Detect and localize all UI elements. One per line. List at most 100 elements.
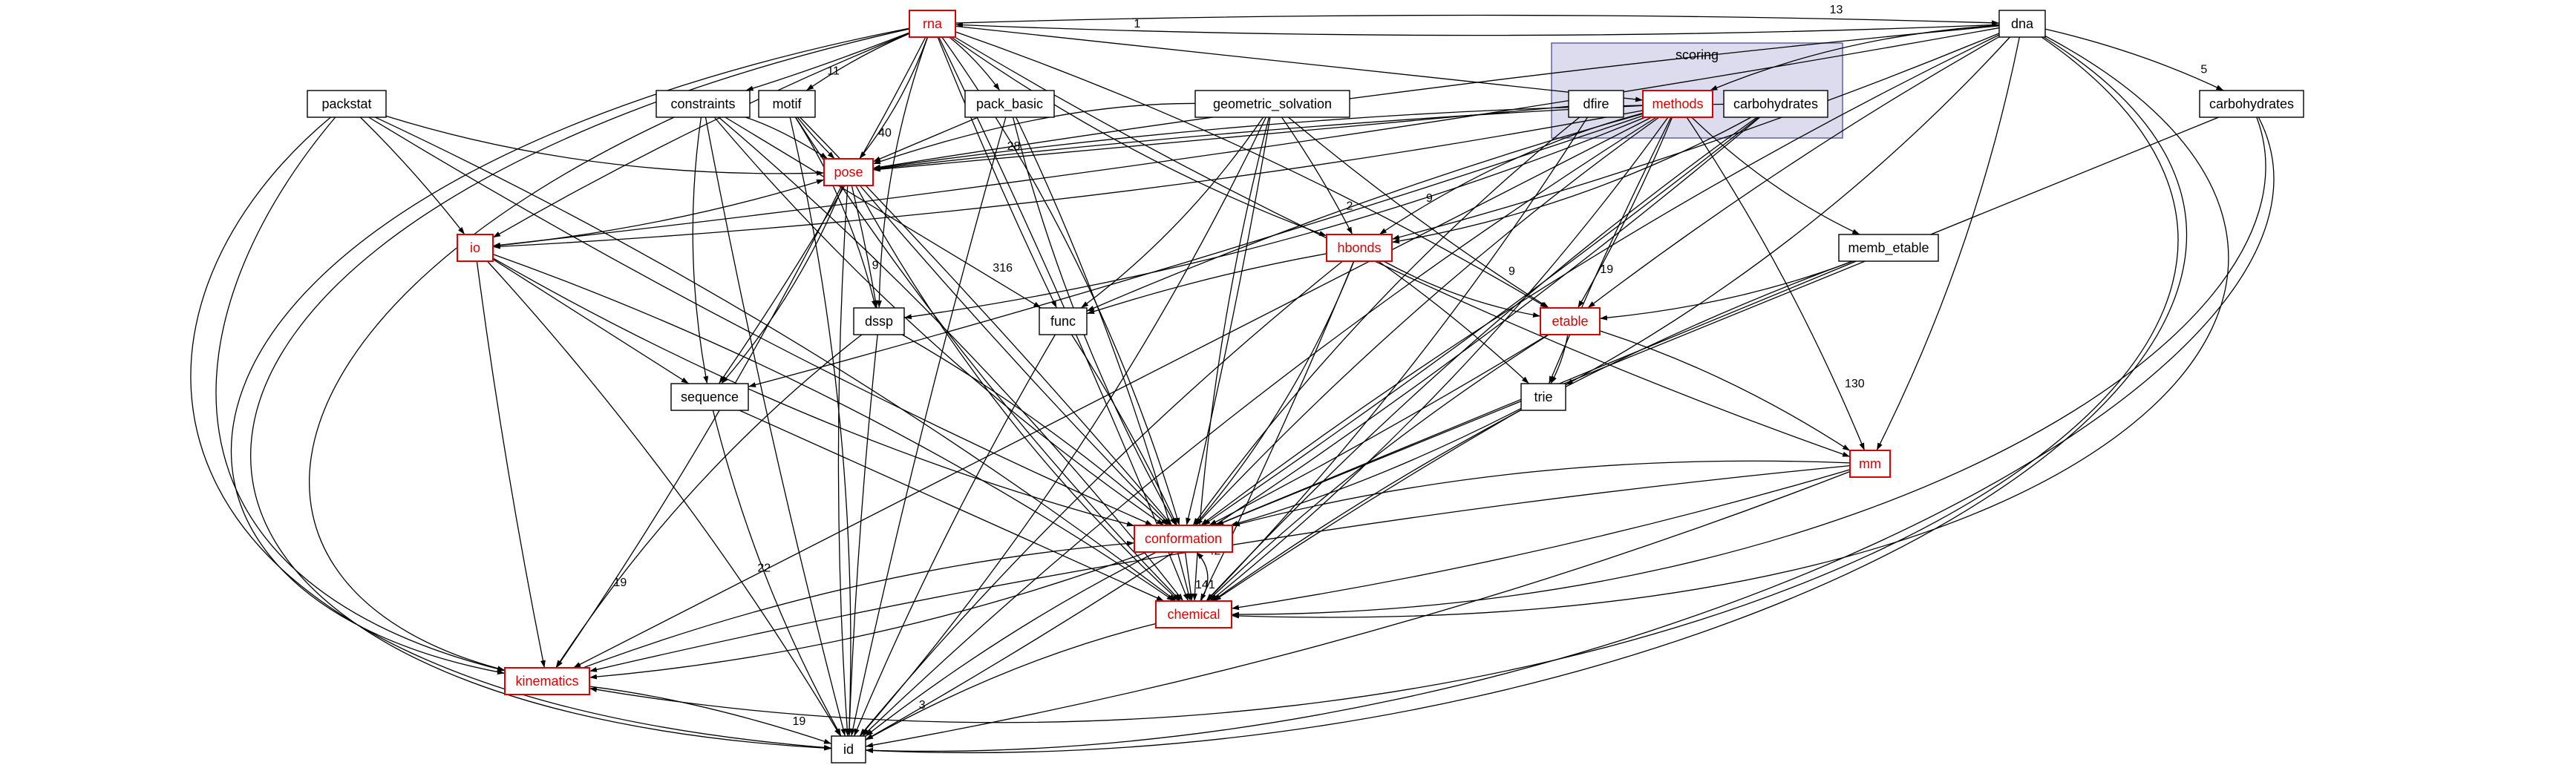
edge-carbohydrates_r-to-conformation [1215, 116, 2220, 526]
node-carbohydrates_s[interactable] [1723, 90, 1828, 118]
edge-methods-to-mm [1686, 116, 1866, 451]
edge-hbonds-to-func [1086, 253, 1327, 315]
edge-geometric_solvation-to-id [860, 116, 1266, 737]
edge-pose-to-id [837, 185, 850, 737]
edge-packstat-to-kinematics [215, 116, 506, 672]
edge-rna-to-constraints [745, 32, 910, 91]
edge-carbohydrates_s-to-id [865, 116, 1761, 741]
node-label-id: id [843, 742, 854, 757]
edge-hbonds-to-trie [1378, 260, 1530, 384]
edge-dna-to-conformation [1200, 34, 2000, 526]
edge-io-to-id [486, 260, 841, 737]
edge-methods-to-io [492, 110, 1644, 249]
edge-count-label: 11 [827, 65, 840, 78]
edge-pose-to-kinematics [555, 185, 843, 669]
edge-etable-to-chemical [1207, 334, 1549, 602]
edge-rna-to-id [250, 28, 910, 751]
node-methods[interactable] [1642, 90, 1713, 118]
node-func[interactable] [1039, 307, 1088, 335]
node-label-kinematics: kinematics [515, 674, 578, 689]
node-label-trie: trie [1534, 390, 1552, 404]
node-dssp[interactable] [853, 307, 905, 335]
node-etable[interactable] [1540, 307, 1601, 335]
edge-dna-to-pose [872, 25, 2000, 170]
edge-rna-to-mm [954, 36, 1851, 458]
edge-count-label: 9 [1426, 192, 1433, 205]
edge-methods-to-kinematics [572, 116, 1653, 669]
node-packstat[interactable] [307, 90, 387, 118]
edge-rna-to-io [492, 33, 910, 238]
node-chemical[interactable] [1155, 600, 1232, 628]
edge-rna-to-etable [955, 31, 1549, 309]
node-geometric_solvation[interactable] [1194, 90, 1350, 118]
node-rna[interactable] [909, 10, 956, 38]
edge-count-label: 3 [919, 699, 926, 712]
edge-dna-to-methods [1710, 24, 2000, 91]
node-id[interactable] [831, 735, 866, 764]
node-label-mm: mm [1859, 456, 1881, 471]
edge-constraints-to-kinematics [309, 116, 675, 672]
node-kinematics[interactable] [504, 667, 590, 695]
edge-count-label: 2 [1346, 200, 1353, 212]
edge-rna-to-dna [955, 14, 2000, 26]
edge-trie-to-chemical [1213, 409, 1522, 602]
node-label-etable: etable [1552, 314, 1588, 329]
edge-dna-to-kinematics [589, 36, 2179, 723]
edge-count-label: 19 [793, 715, 806, 728]
edge-methods-to-pose [872, 105, 1644, 171]
edge-count-label: 19 [1600, 263, 1613, 276]
edge-func-to-id [853, 334, 1056, 737]
node-dfire[interactable] [1568, 90, 1624, 118]
node-motif[interactable] [758, 90, 816, 118]
edge-packstat-to-conformation [368, 116, 1154, 526]
node-trie[interactable] [1520, 383, 1566, 411]
edge-count-label: 141 [1195, 579, 1215, 591]
edge-io-to-conformation [492, 257, 1135, 527]
edge-io-to-kinematics [476, 260, 546, 669]
edge-mm-to-id [865, 470, 1851, 748]
node-constraints[interactable] [656, 90, 751, 118]
edge-carbohydrates_s-to-hbonds [1391, 116, 1752, 244]
edge-sequence-to-id [712, 410, 842, 737]
edge-carbohydrates_r-to-chemical [1231, 116, 2266, 617]
edge-motif-to-pose [797, 116, 835, 160]
edge-io-to-pose [492, 179, 825, 247]
node-sequence[interactable] [670, 383, 749, 411]
edge-dna-to-chemical [1231, 35, 2229, 619]
edge-methods-to-trie [1548, 116, 1672, 384]
node-conformation[interactable] [1134, 525, 1233, 553]
edge-rna-to-pose [859, 36, 929, 160]
node-mm[interactable] [1849, 450, 1891, 478]
edge-chemical-to-id [865, 623, 1157, 741]
edge-motif-to-chemical [795, 116, 1181, 602]
node-carbohydrates_r[interactable] [2199, 90, 2304, 118]
edge-packstat-to-io [359, 116, 465, 235]
node-label-hbonds: hbonds [1337, 240, 1381, 255]
edge-count-label: 13 [1830, 4, 1843, 16]
node-label-pose: pose [834, 165, 863, 180]
node-dna[interactable] [1998, 10, 2046, 38]
edge-io-to-chemical [492, 253, 1175, 602]
node-io[interactable] [457, 234, 494, 262]
node-pose[interactable] [823, 158, 874, 186]
edge-geometric_solvation-to-func [1080, 116, 1264, 309]
edge-dfire-to-conformation [1192, 116, 1580, 526]
node-hbonds[interactable] [1326, 234, 1393, 262]
edge-pose-to-chemical [855, 185, 1180, 602]
node-label-chemical: chemical [1167, 607, 1220, 622]
edge-count-label: 316 [993, 262, 1013, 275]
node-label-methods: methods [1652, 96, 1703, 111]
edge-methods-to-id [862, 116, 1657, 737]
edge-conformation-to-chemical [1184, 551, 1194, 602]
edge-carbohydrates_s-to-conformation [1202, 116, 1759, 526]
edge-count-label: 9 [1508, 266, 1515, 278]
node-label-packstat: packstat [321, 96, 371, 111]
edge-dssp-to-conformation [902, 334, 1168, 526]
edge-methods-to-dssp [903, 116, 1646, 320]
node-label-func: func [1050, 314, 1076, 329]
edge-dna-to-trie [1565, 36, 2010, 386]
node-memb_etable[interactable] [1838, 234, 1939, 262]
node-pack_basic[interactable] [964, 90, 1055, 118]
edge-packstat-to-id [190, 116, 832, 750]
